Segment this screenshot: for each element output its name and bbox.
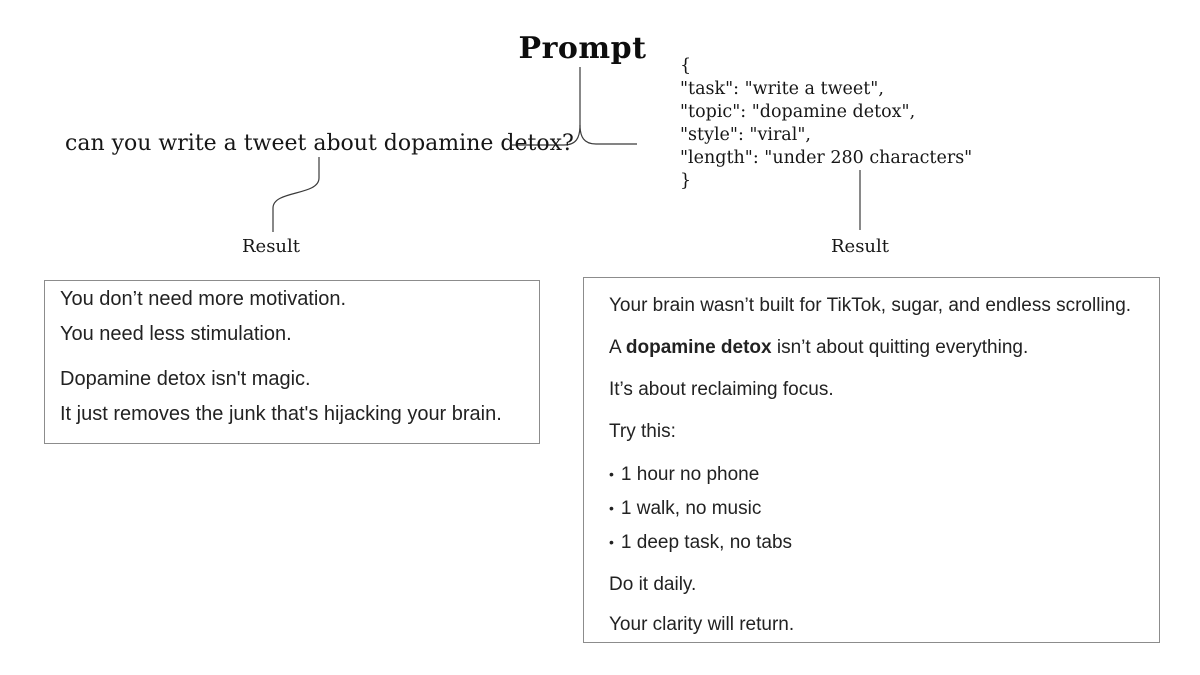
prompt-branch-right (579, 124, 637, 145)
json-prompt-line: "task": "write a tweet", (680, 79, 884, 99)
bullet-dot: • (609, 466, 614, 482)
structured-result-line: Your clarity will return. (609, 615, 1145, 635)
json-prompt-line: "style": "viral", (680, 125, 811, 145)
structured-result-bullet: • 1 deep task, no tabs (609, 532, 1145, 553)
plain-result-connector (272, 157, 320, 232)
plain-result-line: It just removes the junk that's hijackin… (60, 403, 502, 425)
json-prompt-line: "length": "under 280 characters" (680, 148, 973, 168)
text-part: Try this: (609, 421, 676, 442)
structured-result-line: Do it daily. (609, 575, 1145, 595)
bullet-dot: • (609, 534, 614, 550)
json-prompt-line: { (680, 56, 692, 76)
text-part: 1 walk, no music (620, 498, 762, 519)
json-prompt-block: { "task": "write a tweet", "topic": "dopam… (680, 55, 972, 193)
plain-prompt-text: can you write a tweet about dopamine det… (65, 131, 574, 156)
structured-result-bullet: • 1 hour no phone (609, 464, 1145, 485)
text-part: 1 hour no phone (620, 464, 760, 485)
bold-text: dopamine detox (625, 337, 772, 358)
text-part: A (609, 337, 626, 358)
structured-result-label: Result (830, 236, 890, 257)
structured-result-box: Your brain wasn’t built for TikTok, suga… (583, 277, 1160, 643)
plain-result-box: You don’t need more motivation. You need … (44, 280, 540, 444)
structured-result-line: A dopamine detox isn’t about quitting ev… (609, 338, 1145, 358)
json-prompt-line: } (680, 171, 692, 191)
structured-result-bullet: • 1 walk, no music (609, 498, 1145, 519)
plain-result-line: You need less stimulation. (60, 323, 292, 345)
text-part: Do it daily. (609, 574, 697, 595)
text-part: It’s about reclaiming focus. (609, 379, 834, 400)
text-part: Your brain wasn’t built for TikTok, suga… (609, 295, 1132, 316)
prompt-title: Prompt (518, 31, 647, 66)
structured-result-line: It’s about reclaiming focus. (609, 380, 1145, 400)
json-prompt-line: "topic": "dopamine detox", (680, 102, 916, 122)
plain-result-line: You don’t need more motivation. (60, 288, 347, 310)
bullet-dot: • (609, 500, 614, 516)
text-part: Your clarity will return. (609, 614, 795, 635)
structured-result-line: Your brain wasn’t built for TikTok, suga… (609, 296, 1145, 316)
structured-result-line: Try this: (609, 422, 1145, 442)
text-part: 1 deep task, no tabs (620, 532, 793, 553)
plain-result-line: Dopamine detox isn't magic. (60, 368, 311, 390)
text-part: isn’t about quitting everything. (771, 337, 1029, 358)
plain-result-label: Result (241, 236, 301, 257)
